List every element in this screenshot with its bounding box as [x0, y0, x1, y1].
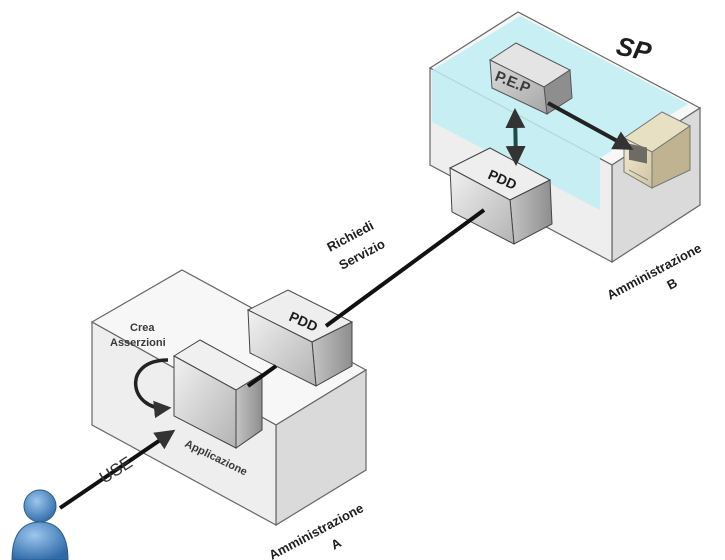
admin-a-label-line2: A — [328, 535, 344, 553]
create-label-line2: Asserzioni — [110, 337, 166, 349]
create-label-line1: Crea — [130, 322, 155, 334]
admin-b-label-line2: B — [664, 275, 679, 293]
pep-pdd-double-arrow — [515, 112, 516, 162]
use-label: USE — [96, 453, 136, 488]
sp-label: SP — [614, 31, 655, 68]
user-icon — [12, 490, 68, 560]
